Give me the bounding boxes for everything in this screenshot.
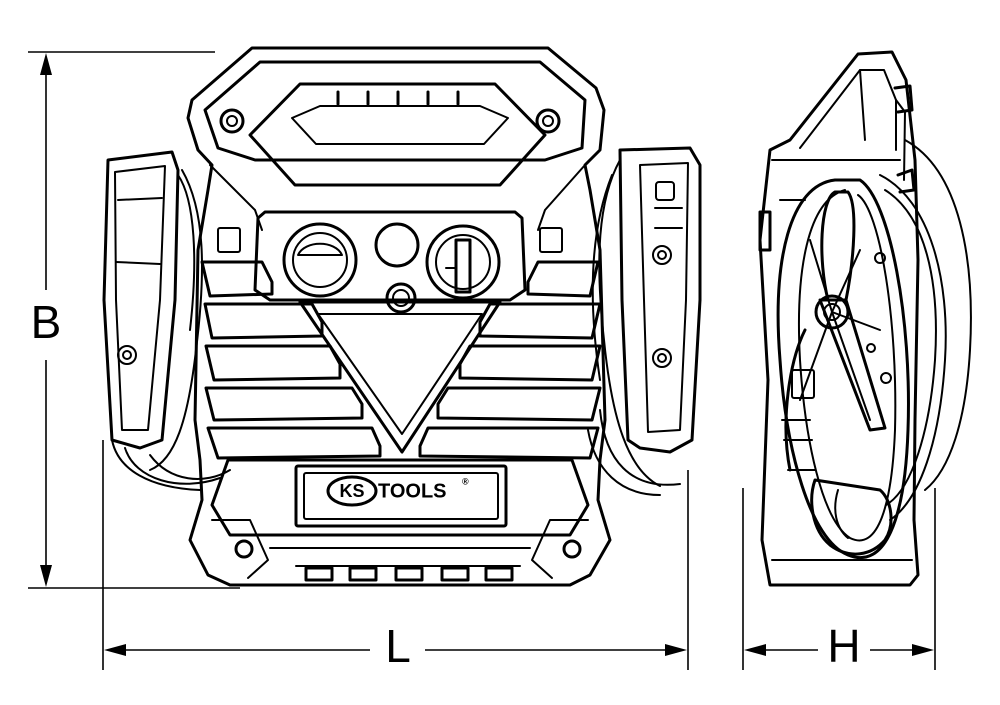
logo-plate <box>294 464 508 528</box>
bottom-feet <box>295 565 521 582</box>
logo-ks-text: KS <box>339 481 364 501</box>
ks-tools-logo: KS TOOLS ® <box>326 475 469 507</box>
housing-outline <box>186 46 612 587</box>
dimension-l-label: L <box>385 620 411 672</box>
power-switch <box>425 224 501 300</box>
dimension-b-label: B <box>31 296 62 348</box>
voltmeter-gauge <box>282 222 358 298</box>
dimension-b: B <box>28 51 240 589</box>
side-view <box>758 50 972 587</box>
dimension-l: L <box>102 440 689 672</box>
front-chevron <box>298 300 502 454</box>
carry-handle <box>248 82 547 187</box>
side-body <box>758 50 920 587</box>
logo-registered-mark: ® <box>462 476 469 486</box>
cable-reel <box>776 139 972 560</box>
dimension-h-label: H <box>827 620 860 672</box>
indicator-lamp-small <box>385 282 417 314</box>
side-clamp <box>820 190 856 302</box>
front-view: KS TOOLS ® <box>102 46 702 587</box>
dimension-h: H <box>742 488 936 672</box>
side-ribs <box>200 260 602 460</box>
right-clamp <box>587 146 702 496</box>
indicator-lamp <box>374 222 420 268</box>
logo-tools-text: TOOLS <box>378 480 447 502</box>
